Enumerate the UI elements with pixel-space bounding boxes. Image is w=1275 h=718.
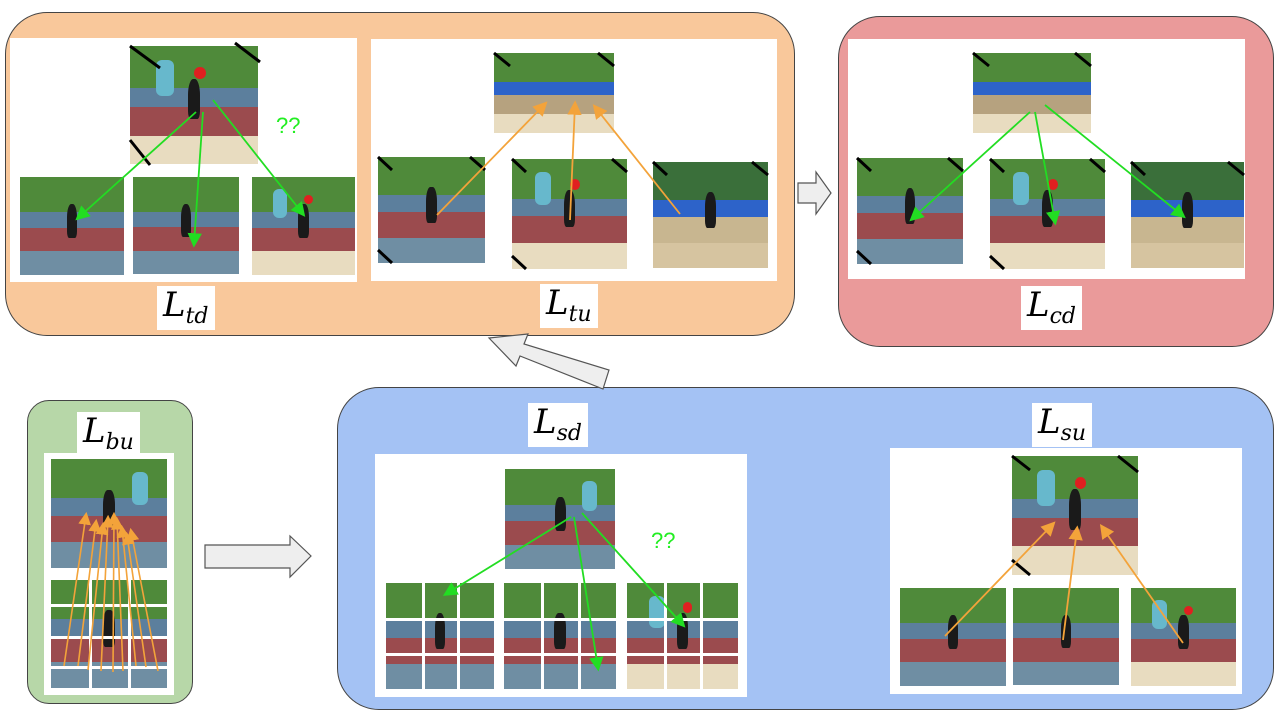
td-frame-1: [20, 177, 124, 275]
tu-frame-1: [378, 157, 485, 263]
su-frame-3: [1131, 588, 1236, 686]
sd-frame-3: [627, 583, 738, 689]
td-query-frame: [130, 46, 258, 164]
label-sub: sd: [556, 421, 582, 446]
cd-frame-3: [1131, 162, 1244, 268]
right-arrow-icon: [797, 170, 832, 216]
bu-top-frame: [51, 459, 167, 568]
sd-frame-2: [504, 583, 616, 689]
label-sub: td: [185, 304, 209, 329]
td-frame-2: [133, 177, 239, 274]
label-main: L: [1038, 402, 1061, 442]
td-question-mark: ??: [276, 113, 301, 138]
loss-label-td: Ltd: [157, 286, 215, 330]
label-main: L: [534, 402, 557, 442]
cd-query-frame: [973, 53, 1091, 133]
su-frame-1: [900, 588, 1006, 686]
label-sub: su: [1060, 421, 1087, 446]
tu-query-frame: [494, 53, 614, 133]
label-main: L: [163, 285, 186, 325]
sd-query-frame: [505, 469, 615, 569]
td-frame-3: [252, 177, 355, 275]
su-frame-2: [1013, 588, 1119, 685]
sd-question-mark: ??: [651, 528, 676, 553]
loss-label-tu: Ltu: [540, 284, 598, 328]
cd-frame-1: [857, 158, 963, 264]
label-main: L: [1027, 285, 1050, 325]
loss-label-bu: Lbu: [77, 412, 140, 456]
cd-frame-2: [990, 159, 1105, 269]
tu-frame-2: [512, 159, 627, 269]
sd-frame-1: [386, 583, 494, 689]
label-sub: tu: [568, 302, 592, 327]
bu-grid-frame: [51, 580, 167, 688]
loss-label-cd: Lcd: [1021, 286, 1082, 330]
label-main: L: [83, 411, 106, 451]
label-sub: cd: [1049, 304, 1076, 329]
label-main: L: [546, 283, 569, 323]
right-arrow-icon: [204, 534, 312, 579]
label-sub: bu: [105, 430, 134, 455]
up-left-arrow-icon: [487, 333, 610, 390]
su-query-frame: [1012, 456, 1138, 575]
loss-label-su: Lsu: [1032, 402, 1093, 447]
tu-frame-3: [653, 162, 768, 268]
loss-label-sd: Lsd: [528, 403, 588, 447]
